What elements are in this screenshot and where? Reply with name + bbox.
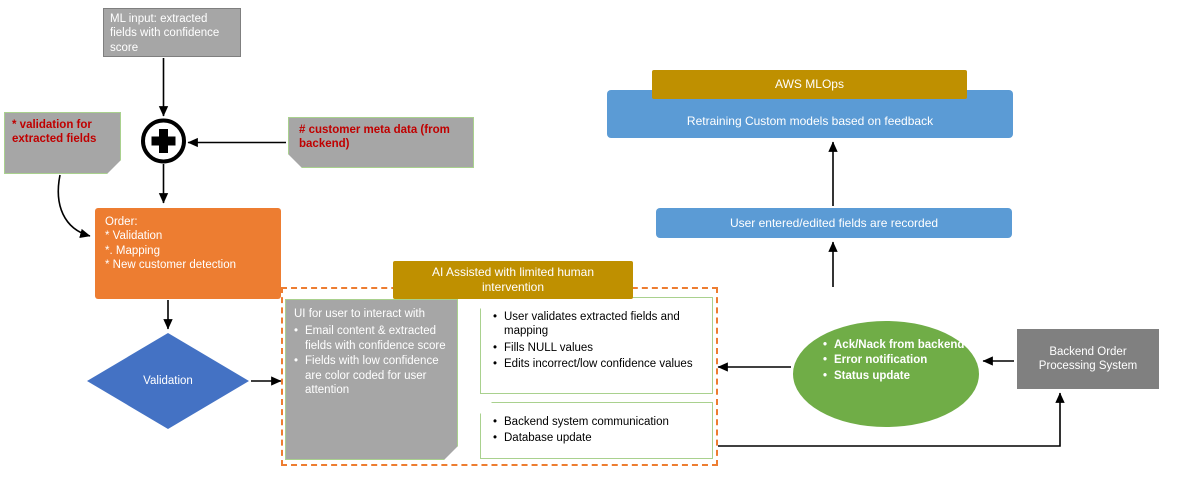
ack-nack-item: Status update — [823, 369, 965, 384]
order-item: *. Mapping — [105, 244, 160, 257]
order-item: * New customer detection — [105, 259, 237, 272]
ai-assisted-header: AI Assisted with limited human intervent… — [393, 261, 633, 299]
ack-nack-ellipse: Ack/Nack from backend Error notification… — [793, 321, 979, 427]
backend-communication-box: Backend system communication Database up… — [480, 402, 713, 459]
aws-mlops-label: AWS MLOps — [775, 77, 844, 91]
ui-box-item: Email content & extracted fields with co… — [294, 324, 449, 353]
user-validation-box: User validates extracted fields and mapp… — [480, 297, 713, 394]
validation-note-label: * validation for extracted fields — [12, 119, 97, 146]
ml-input-label: ML input: extracted fields with confiden… — [110, 13, 220, 54]
ui-box-item: Fields with low confidence are color cod… — [294, 354, 449, 397]
order-title: Order: — [105, 216, 138, 228]
ml-input-box: ML input: extracted fields with confiden… — [103, 8, 241, 57]
retraining-label: Retraining Custom models based on feedba… — [686, 114, 934, 128]
order-item: * Validation — [105, 230, 163, 243]
user-validation-item: User validates extracted fields and mapp… — [493, 310, 704, 339]
customer-meta-callout: # customer meta data (from backend) — [288, 117, 474, 168]
validation-diamond-label: Validation — [143, 374, 193, 387]
ui-interaction-box: UI for user to interact with Email conte… — [285, 299, 458, 460]
validation-note-callout: * validation for extracted fields — [4, 112, 121, 174]
ack-nack-item: Ack/Nack from backend — [823, 338, 965, 353]
user-validation-item: Edits incorrect/low confidence values — [493, 357, 704, 372]
fields-recorded-label: User entered/edited fields are recorded — [729, 215, 939, 230]
arrow-note-to-order — [57, 174, 91, 238]
backend-communication-item: Backend system communication — [493, 415, 704, 430]
customer-meta-label: # customer meta data (from backend) — [299, 124, 450, 151]
user-validation-item: Fills NULL values — [493, 341, 704, 356]
fields-recorded-box: User entered/edited fields are recorded — [656, 208, 1012, 238]
ack-nack-item: Error notification — [823, 353, 965, 368]
order-box: Order: * Validation *. Mapping * New cus… — [95, 208, 281, 299]
merge-plus-icon — [141, 118, 186, 164]
ai-assisted-header-label: AI Assisted with limited human intervent… — [431, 265, 595, 294]
validation-diamond: Validation — [87, 333, 249, 429]
aws-mlops-header: AWS MLOps — [652, 70, 967, 99]
ui-box-title: UI for user to interact with — [294, 308, 426, 320]
backend-communication-item: Database update — [493, 431, 704, 446]
backend-system-label: Backend Order Processing System — [1038, 345, 1138, 372]
backend-system-box: Backend Order Processing System — [1017, 329, 1159, 389]
